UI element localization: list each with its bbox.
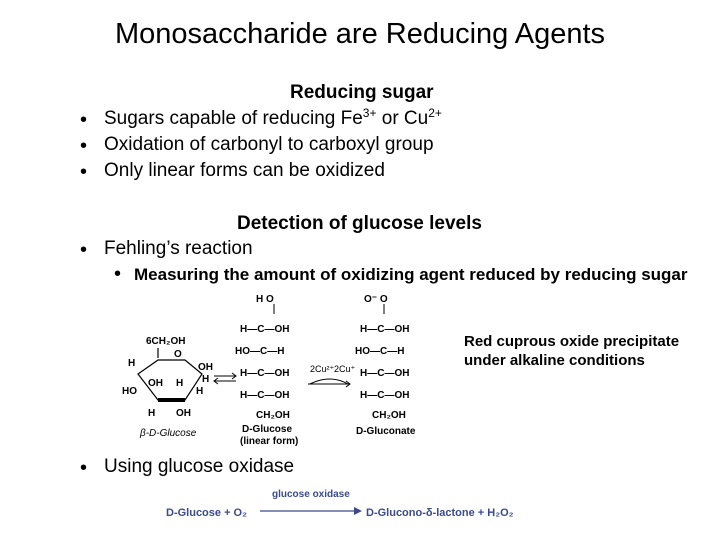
bullet-icon: • (80, 109, 88, 131)
gluconate-row: CH₂OH (372, 410, 406, 421)
fe-charge: 3+ (362, 106, 377, 120)
linear-row: CH₂OH (256, 410, 290, 421)
precipitate-note: Red cuprous oxide precipitate under alka… (464, 332, 679, 370)
ring-atom-oh: OH (176, 408, 191, 419)
note-line: Red cuprous oxide precipitate (464, 333, 680, 350)
equation-left: D-Glucose + O₂ (166, 507, 247, 519)
note-line: under alkaline conditions (464, 352, 645, 369)
linear-row: HO—C—H (235, 346, 284, 357)
bullet-icon: • (80, 457, 88, 479)
product-ion: 2Cu⁺ (334, 364, 356, 374)
ring-atom-h: H (196, 386, 203, 397)
reactant-ion: 2Cu²⁺ (310, 364, 335, 374)
bullet-icon: • (80, 135, 88, 157)
bullet-fehling: Fehling’s reaction (104, 238, 253, 259)
linear-label: D-Glucose (242, 424, 292, 435)
linear-label: (linear form) (240, 436, 298, 447)
subbullet-icon: • (114, 263, 122, 285)
ring-atom-oh: OH (148, 378, 163, 389)
detection-heading: Detection of glucose levels (237, 213, 482, 234)
gluconate-row: HO—C—H (355, 346, 404, 357)
gluconate-row: H—C—OH (360, 368, 409, 379)
ring-atom-ch2oh: 6CH₂OH (146, 336, 185, 347)
ring-atom-h: H (202, 374, 209, 385)
bullet-glucose-oxidase: Using glucose oxidase (104, 456, 295, 477)
ring-atom-h: H (128, 358, 135, 369)
linear-row: H—C—OH (240, 390, 289, 401)
gluconate-label: D-Gluconate (356, 426, 416, 437)
bullet-icon: • (80, 239, 88, 261)
bullet-icon: • (80, 161, 88, 183)
linear-row: H—C—OH (240, 324, 289, 335)
bullet-reducing-ions: Sugars capable of reducing Fe3+ or Cu2+ (104, 106, 442, 130)
equation-right: D-Glucono-δ-lactone + H₂O₂ (366, 507, 514, 519)
bullet-text-part: or Cu (376, 108, 429, 129)
bullet-text-part: Sugars capable of reducing Fe (104, 108, 363, 129)
ring-atom-h: H (148, 408, 155, 419)
bullet-oxidation: Oxidation of carbonyl to carboxyl group (104, 134, 434, 155)
subbullet-measuring: Measuring the amount of oxidizing agent … (134, 265, 688, 284)
ring-label: β-D-Glucose (139, 428, 197, 439)
ring-atom-oh: OH (198, 362, 213, 373)
gluconate-row: H—C—OH (360, 324, 409, 335)
arrow-head-icon (354, 507, 362, 515)
carboxylate-top: O⁻ O (364, 294, 388, 305)
equilibrium-arrow (213, 372, 237, 385)
beta-glucose-ring: 6CH₂OH O OH OH HO H H H OH H H β-D-Gluco… (122, 336, 213, 439)
linear-glucose: H O H—C—OH HO—C—H H—C—OH H—C—OH CH₂OH D-… (235, 294, 298, 447)
ring-atom-ho: HO (122, 386, 137, 397)
bullet-linear-forms: Only linear forms can be oxidized (104, 160, 385, 181)
gluconate-row: H—C—OH (360, 390, 409, 401)
aldehyde-top: H O (256, 294, 274, 305)
fehling-reaction-diagram: 6CH₂OH O OH OH HO H H H OH H H β-D-Gluco… (122, 294, 416, 447)
linear-row: H—C—OH (240, 368, 289, 379)
ring-atom-o: O (174, 349, 182, 360)
gluconate: O⁻ O H—C—OH HO—C—H H—C—OH H—C—OH CH₂OH D… (355, 294, 416, 437)
ring-atom-h: H (176, 378, 183, 389)
cu-charge: 2+ (428, 106, 442, 120)
enzyme-label: glucose oxidase (272, 489, 350, 500)
copper-reaction-arrow: 2Cu²⁺ 2Cu⁺ (308, 364, 356, 388)
slide-title: Monosaccharide are Reducing Agents (114, 18, 606, 50)
glucose-oxidase-equation: glucose oxidase D-Glucose + O₂ D-Glucono… (166, 489, 514, 519)
reducing-sugar-heading: Reducing sugar (290, 82, 434, 103)
